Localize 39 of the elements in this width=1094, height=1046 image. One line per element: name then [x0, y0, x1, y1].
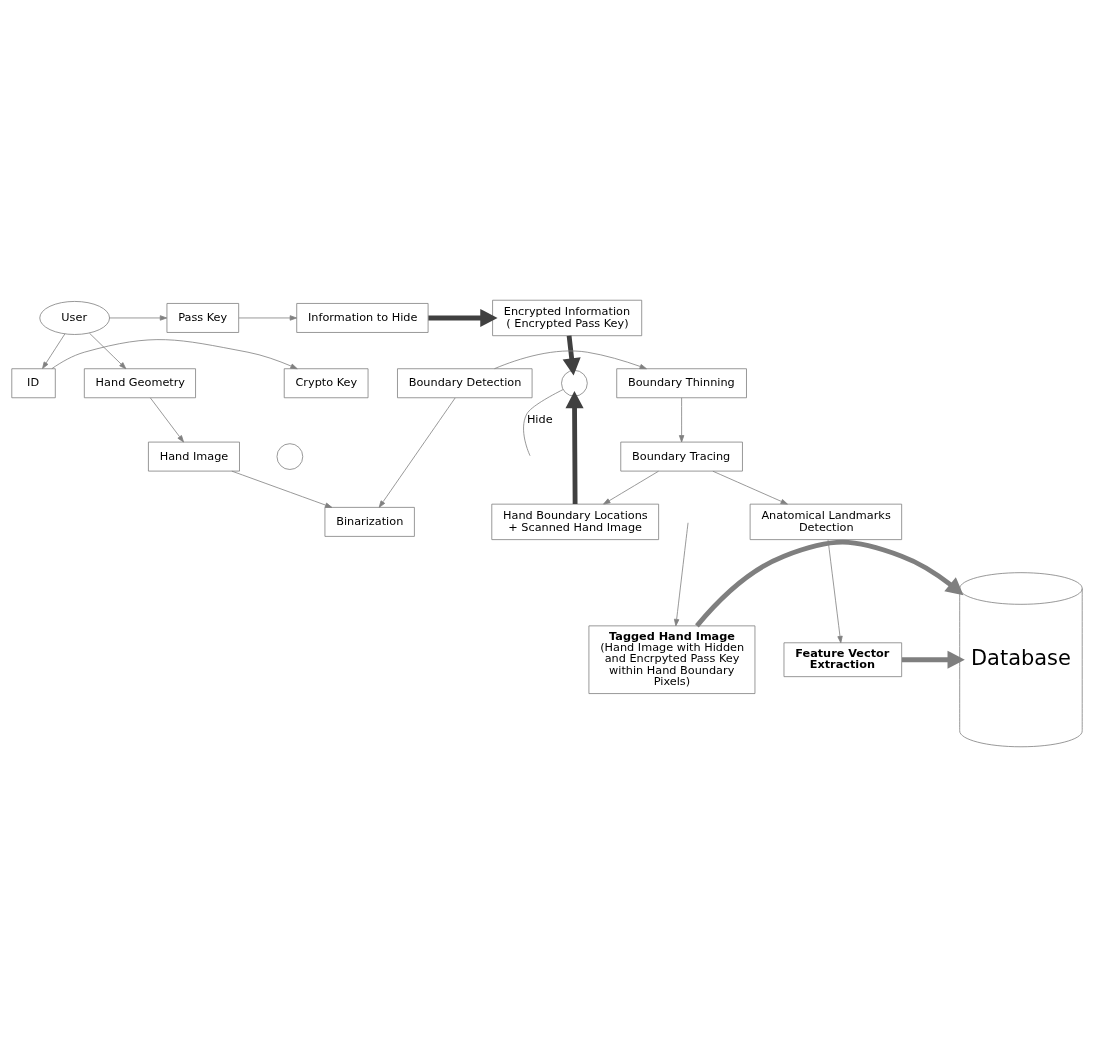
arrow [562, 335, 581, 376]
arrow [494, 350, 647, 369]
arrow [603, 470, 659, 504]
node-circle [561, 369, 588, 397]
node-box: Pass Key [166, 302, 240, 333]
node-box: Feature Vector Extraction [783, 641, 903, 677]
arrow [695, 539, 964, 627]
arrow [678, 397, 685, 442]
arrow [231, 470, 333, 508]
arrow [565, 390, 584, 504]
arrow [378, 397, 456, 508]
node-box: Crypto Key [283, 367, 369, 398]
node-box: Information to Hide [296, 302, 429, 333]
node-box: Binarization [324, 506, 415, 537]
node-box: Boundary Detection [397, 367, 533, 398]
node-box: Anatomical Landmarks Detection [749, 503, 903, 540]
arrow [901, 650, 965, 669]
node-box: Hand Boundary Locations + Scanned Hand Image [491, 503, 660, 540]
node-box: Hand Image [148, 441, 240, 471]
arrow [428, 308, 498, 327]
node-box: ID [11, 367, 56, 398]
node-box: Boundary Tracing [620, 441, 743, 471]
arrow [827, 538, 843, 643]
arrow [238, 314, 297, 321]
arrow [109, 314, 168, 321]
node-ellipse: User [39, 300, 110, 335]
connector [523, 388, 564, 456]
node-circle [276, 442, 304, 470]
arrow [149, 397, 184, 442]
node-box: Tagged Hand Image (Hand Image with Hidden and Encrpyted Pass Key within Hand Boundary Pixels) [588, 624, 756, 694]
arrow [42, 332, 66, 369]
edge-label: Hide [526, 412, 553, 426]
node-box: Encrypted Information ( Encrypted Pass Key) [492, 299, 643, 336]
arrow [51, 338, 298, 369]
arrow [712, 470, 788, 504]
arrow [89, 332, 127, 369]
arrow [673, 521, 689, 626]
node-box: Boundary Thinning [616, 367, 747, 398]
node-box: Hand Geometry [83, 367, 196, 398]
